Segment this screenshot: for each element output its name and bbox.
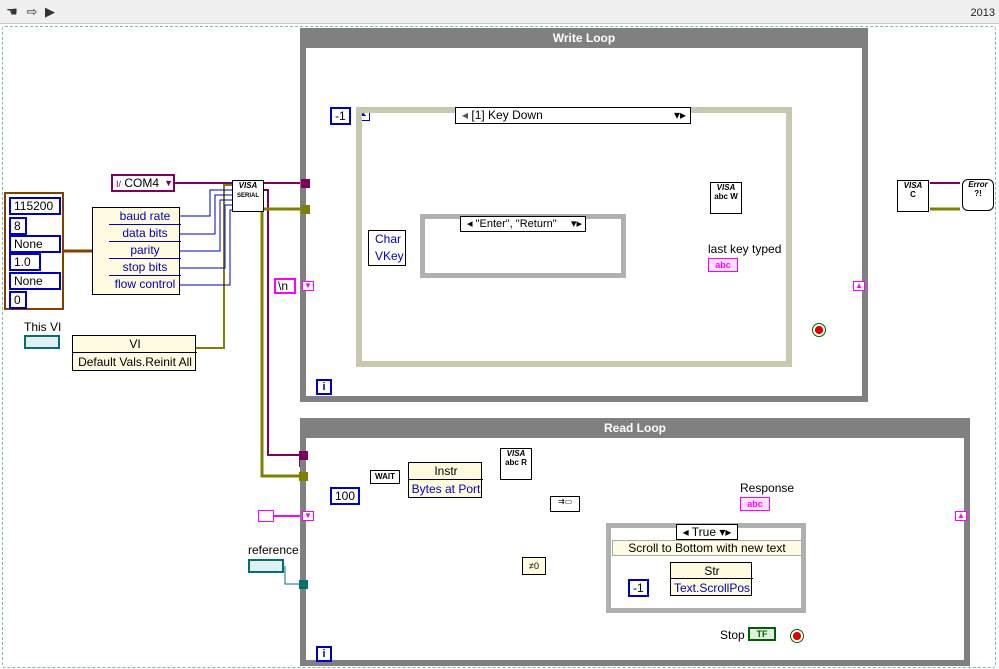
key-case-left-icon: ◂ xyxy=(467,218,473,230)
this-vi-label: This VI xyxy=(24,320,62,334)
bundle-item-flow: flow control xyxy=(114,277,176,291)
event-data-vkey: VKey xyxy=(375,249,404,263)
event-case-selector[interactable]: ◂ [1] Key Down ▾▸ xyxy=(455,107,691,124)
wait-node[interactable]: WAIT xyxy=(370,470,400,484)
not-equal-zero-node[interactable]: ≠0 xyxy=(522,557,546,575)
visa-icon: I/ xyxy=(116,179,122,189)
read-shift-register-left: ▼ xyxy=(302,511,314,521)
event-left-arrow-icon: ◂ xyxy=(462,108,469,122)
com-port-value: COM4 xyxy=(124,176,160,190)
termination-char-constant[interactable]: \n xyxy=(274,278,296,294)
vi-class-label: VI xyxy=(73,336,197,353)
stop-label: Stop xyxy=(720,628,745,642)
data-bits-value[interactable]: 8 xyxy=(9,217,27,235)
event-case-label: [1] Key Down xyxy=(471,108,543,122)
extra-value[interactable]: 0 xyxy=(9,291,27,309)
scroll-case-dropdown-icon: ▾▸ xyxy=(719,525,732,539)
scroll-case-selector[interactable]: ◂ True ▾▸ xyxy=(676,524,738,540)
scroll-value-constant[interactable]: -1 xyxy=(628,579,649,597)
last-key-indicator: abc xyxy=(708,258,738,272)
event-data-node: Char VKey xyxy=(368,230,406,266)
bytes-at-port-label: Bytes at Port xyxy=(411,482,481,496)
stop-bits-value[interactable]: 1.0 xyxy=(9,253,41,271)
empty-string-constant[interactable] xyxy=(258,510,274,522)
read-error-tunnel xyxy=(299,472,308,481)
scroll-case-value: True xyxy=(691,525,716,539)
error-handler-node[interactable]: Error?! xyxy=(962,179,994,211)
concatenate-node[interactable]: ⇉▭ xyxy=(550,496,580,512)
toolbar: ☚ ⇨ ▶ 2013 xyxy=(0,0,999,24)
reinit-method-label: Default Vals.Reinit All xyxy=(78,355,192,369)
bundle-item-data-bits: data bits xyxy=(109,225,181,242)
shift-register-left: ▼ xyxy=(302,281,314,291)
version-label: 2013 xyxy=(970,7,995,19)
com-port-constant[interactable]: I/ COM4 ▼ xyxy=(111,174,175,192)
bundle-item-parity: parity xyxy=(109,242,181,259)
str-property-node[interactable]: Str Text.ScrollPos xyxy=(670,562,753,596)
read-loop-title: Read Loop xyxy=(306,418,964,438)
wait-ms-constant[interactable]: 100 xyxy=(330,487,361,505)
visa-tunnel xyxy=(301,179,310,188)
read-loop-iteration: i xyxy=(316,646,332,662)
key-case-label: "Enter", "Return" xyxy=(475,218,557,230)
scroll-pos-label: Text.ScrollPos xyxy=(673,581,751,595)
bundle-by-name-node[interactable]: baud rate data bits parity stop bits flo… xyxy=(92,207,181,295)
bundle-item-baud: baud rate xyxy=(109,208,181,225)
hand-icon[interactable]: ☚ xyxy=(6,4,18,19)
event-data-char: Char xyxy=(375,232,402,246)
write-stop-icon[interactable] xyxy=(812,323,826,337)
instr-property-node[interactable]: Instr Bytes at Port xyxy=(408,462,483,498)
read-shift-register-right: ▲ xyxy=(955,511,967,521)
bundle-item-stop-bits: stop bits xyxy=(109,259,181,276)
scroll-case-comment: Scroll to Bottom with new text xyxy=(612,540,802,556)
key-case-dropdown-icon: ▾▸ xyxy=(570,218,582,230)
serial-config-cluster: 115200 8 None 1.0 None 0 xyxy=(4,192,64,310)
key-case-selector[interactable]: ◂ "Enter", "Return" ▾▸ xyxy=(460,216,586,232)
run-icon[interactable]: ▶ xyxy=(45,4,55,19)
baud-rate-value[interactable]: 115200 xyxy=(9,197,61,215)
event-case-dropdown-icon: ▾▸ xyxy=(673,108,686,122)
block-diagram xyxy=(2,26,996,668)
response-indicator: abc xyxy=(740,497,770,511)
dropdown-icon: ▼ xyxy=(164,178,173,188)
reference-control[interactable] xyxy=(248,559,284,573)
str-class-label: Str xyxy=(671,563,753,579)
error-tunnel xyxy=(301,205,310,214)
shift-register-right: ▲ xyxy=(853,281,865,291)
arrow-right-icon[interactable]: ⇨ xyxy=(26,4,38,19)
stop-control[interactable]: TF xyxy=(748,627,776,641)
response-label: Response xyxy=(740,481,795,495)
reference-label: reference xyxy=(248,543,299,557)
reference-tunnel xyxy=(299,580,308,589)
reinit-defaults-node[interactable]: VI Default Vals.Reinit All xyxy=(72,335,197,371)
instr-class-label: Instr xyxy=(409,463,483,480)
write-loop-iteration: i xyxy=(316,379,332,395)
event-timeout-constant[interactable]: -1 xyxy=(330,107,351,125)
read-visa-tunnel xyxy=(299,451,308,460)
parity-value[interactable]: None xyxy=(9,235,61,253)
this-vi-reference[interactable] xyxy=(24,335,60,349)
flow-control-value[interactable]: None xyxy=(9,272,61,290)
scroll-case-left-icon: ◂ xyxy=(682,525,689,539)
write-loop-title: Write Loop xyxy=(306,28,862,48)
last-key-label: last key typed xyxy=(708,242,782,256)
read-stop-icon[interactable] xyxy=(790,629,804,643)
